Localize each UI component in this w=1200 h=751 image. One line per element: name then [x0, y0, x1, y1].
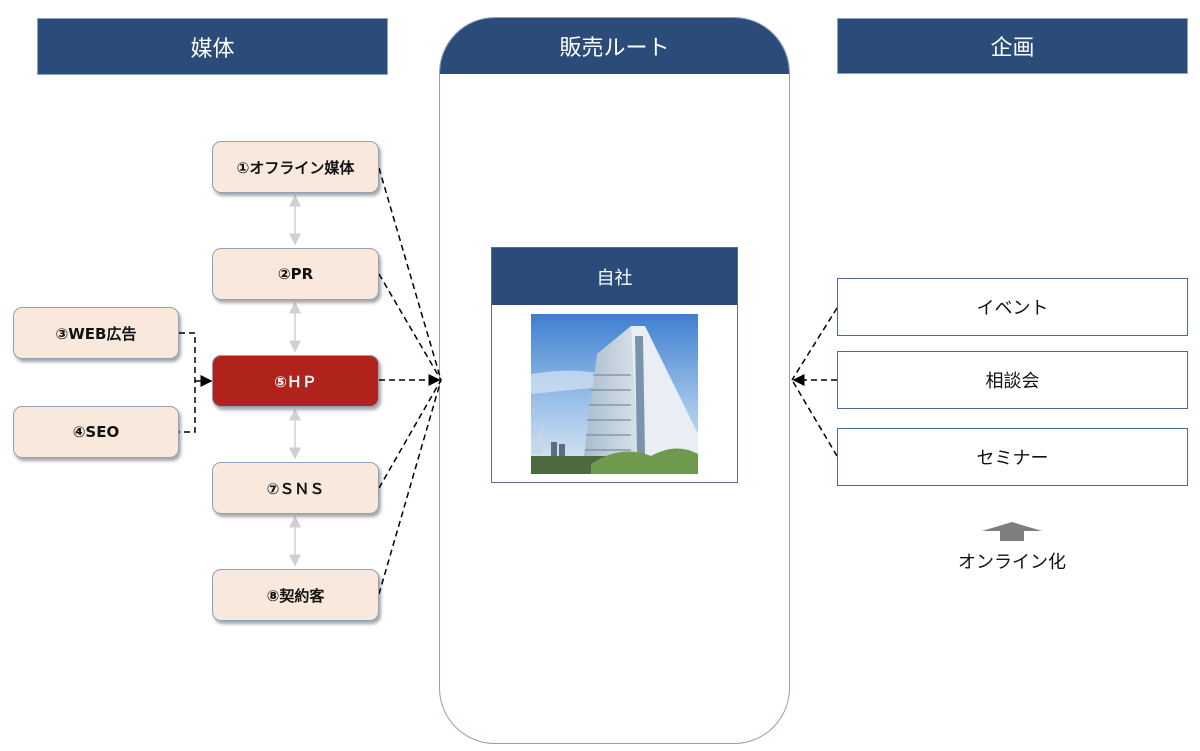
media-item-offline: ①オフライン媒体: [212, 141, 379, 193]
company-card: 自社: [491, 247, 738, 483]
media-item-label: ③WEB広告: [55, 324, 137, 343]
company-title: 自社: [596, 267, 633, 289]
media-item-sns: ⑦ＳＮＳ: [212, 462, 379, 514]
media-item-pr: ②PR: [212, 248, 379, 300]
link-sns-route: [378, 379, 442, 489]
media-item-label: ②PR: [277, 265, 314, 283]
media-item-label: ④SEO: [72, 423, 120, 441]
media-item-contract-customers: ⑧契約客: [212, 569, 379, 621]
link-seminar-route: [791, 379, 838, 457]
plan-item-event: イベント: [837, 278, 1188, 336]
up-arrow-icon: [982, 522, 1042, 541]
planning-column-title: 企画: [990, 36, 1035, 61]
plan-item-seminar: セミナー: [837, 428, 1188, 486]
sales-route-header: 販売ルート: [440, 18, 789, 74]
link-contract-route: [378, 379, 442, 595]
media-item-web-ad: ③WEB広告: [13, 307, 179, 359]
media-item-label: ⑧契約客: [266, 586, 325, 605]
media-item-label: ⑤ＨＰ: [274, 372, 317, 391]
media-item-seo: ④SEO: [13, 406, 179, 458]
plan-item-label: セミナー: [976, 448, 1049, 469]
link-event-route: [791, 307, 838, 381]
link-pr-route: [378, 273, 442, 381]
media-item-label: ①オフライン媒体: [236, 158, 355, 177]
plan-item-label: イベント: [976, 298, 1049, 319]
media-column-header: 媒体: [37, 18, 388, 75]
planning-column-header: 企画: [837, 18, 1188, 74]
link-webad-bracket: [179, 332, 196, 433]
online-label: オンライン化: [958, 552, 1066, 573]
plan-item-label: 相談会: [985, 371, 1040, 392]
media-item-label: ⑦ＳＮＳ: [266, 479, 325, 498]
media-item-hp: ⑤ＨＰ: [212, 355, 379, 407]
sales-route-title: 販売ルート: [559, 36, 670, 61]
link-offline-route: [378, 167, 442, 381]
plan-item-consultation: 相談会: [837, 351, 1188, 409]
company-card-header: 自社: [492, 248, 737, 305]
media-column-title: 媒体: [190, 36, 235, 62]
office-building-photo: [531, 314, 698, 474]
